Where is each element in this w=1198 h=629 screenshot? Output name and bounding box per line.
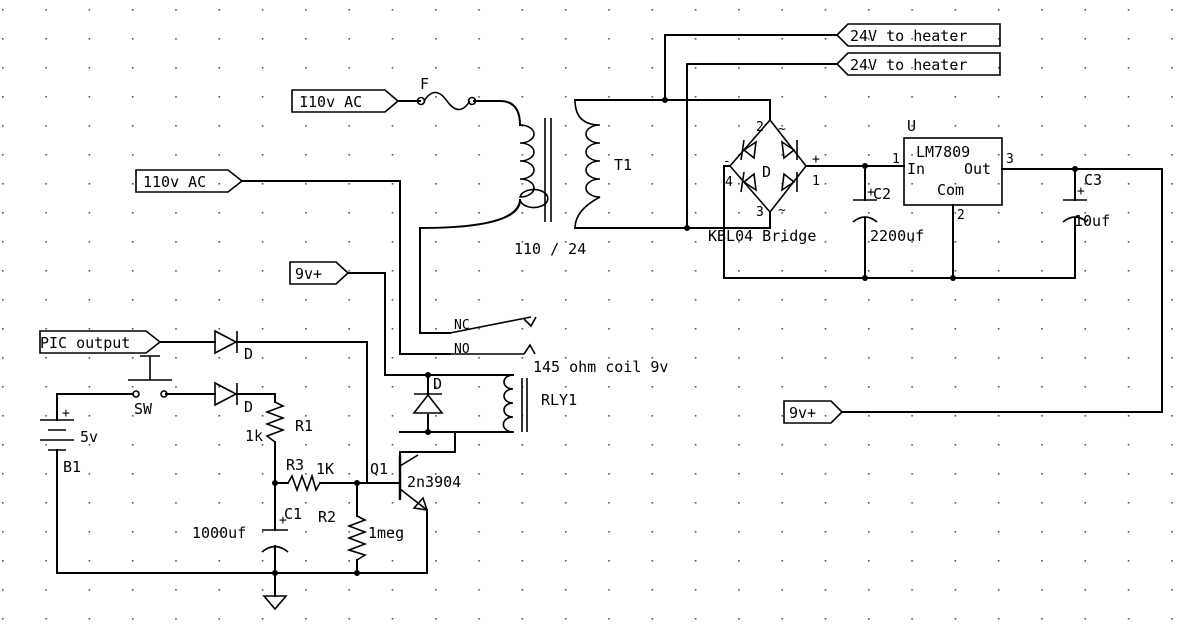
reg-pin-2: 2 xyxy=(957,208,965,223)
r2-value: 1meg xyxy=(368,524,404,542)
c2-plus: + xyxy=(867,185,875,200)
diode-d1-label: D xyxy=(244,345,253,363)
diode-d2: D xyxy=(214,381,253,416)
bridge-minus: - xyxy=(723,154,731,169)
switch: SW xyxy=(128,355,172,418)
c1-plus: + xyxy=(279,513,287,528)
bridge-diode-1 xyxy=(740,139,758,161)
c1-ref: C1 xyxy=(284,505,302,523)
switch-label: SW xyxy=(134,400,153,418)
reg-in: In xyxy=(907,160,925,178)
r3-ref: R3 xyxy=(286,456,304,474)
reg-out: Out xyxy=(964,160,991,178)
connector-ac-in-2: 110v AC xyxy=(135,169,244,193)
connector-heater-2: 24V to heater xyxy=(835,52,1001,76)
connector-ac-in-1: 110v AC xyxy=(291,89,400,113)
bridge-rectifier: D 2 ~ + 1 - 4 3 ~ KBL04 Bridge xyxy=(708,118,820,245)
diode-d1: D xyxy=(214,329,253,363)
bridge-diode-3 xyxy=(740,171,758,193)
reg-ref: U xyxy=(907,117,916,135)
bridge-pin-2: 2 xyxy=(756,120,764,135)
c1-value: 1000uf xyxy=(192,524,246,542)
reg-pin-3: 3 xyxy=(1006,152,1014,167)
connector-pic-output-label: PIC output xyxy=(40,334,130,352)
transistor-q1: Q1 2n3904 xyxy=(370,454,461,511)
c3-value: 10uf xyxy=(1074,212,1110,230)
relay: NC NO 145 ohm coil 9v RLY1 xyxy=(449,316,668,433)
connector-9v-out-label: 9v+ xyxy=(789,404,816,422)
c2-value: 2200uf xyxy=(870,227,924,245)
capacitor-c2: + C2 2200uf xyxy=(852,185,924,245)
bridge-ac-top: ~ xyxy=(778,122,786,137)
connector-pic-output: PIC output xyxy=(39,330,162,354)
diode-d2-label: D xyxy=(244,398,253,416)
bridge-pin-4: 4 xyxy=(725,175,733,190)
bridge-pin-1: 1 xyxy=(812,174,820,189)
relay-ref: RLY1 xyxy=(541,391,577,409)
connector-ac-in-2-label: 110v AC xyxy=(143,173,206,191)
bridge-ac-bottom: ~ xyxy=(778,203,786,218)
voltage-regulator: U LM7809 In Out Com 1 2 3 xyxy=(892,117,1014,223)
resistor-r1: R1 1k xyxy=(245,401,313,445)
relay-coil-label: 145 ohm coil 9v xyxy=(533,358,668,376)
connector-9v-in: 9v+ xyxy=(289,261,350,285)
bridge-pin-3: 3 xyxy=(756,205,764,220)
c2-ref: C2 xyxy=(873,185,891,203)
connector-ac-in-1-label: 110v AC xyxy=(299,93,362,111)
connector-9v-out: 9v+ xyxy=(783,400,844,424)
battery-plus: + xyxy=(62,406,70,421)
connector-heater-1: 24V to heater xyxy=(835,23,1001,47)
connector-heater-2-label: 24V to heater xyxy=(850,56,967,74)
connector-heater-1-label: 24V to heater xyxy=(850,27,967,45)
r1-ref: R1 xyxy=(295,417,313,435)
connector-9v-in-label: 9v+ xyxy=(295,265,322,283)
q1-ref: Q1 xyxy=(370,460,388,478)
capacitor-c1: + C1 1000uf xyxy=(192,505,302,553)
reg-pin-1: 1 xyxy=(892,152,900,167)
bridge-part: KBL04 Bridge xyxy=(708,227,816,245)
resistor-r3: R3 1K xyxy=(286,456,334,493)
bridge-diode-4 xyxy=(780,172,798,192)
transformer-ratio: 110 / 24 xyxy=(514,240,586,258)
fuse-label: F xyxy=(420,75,429,93)
battery: + 5v B1 xyxy=(40,406,98,476)
c3-ref: C3 xyxy=(1084,171,1102,189)
reg-com: Com xyxy=(937,181,964,199)
wires xyxy=(56,34,1163,597)
ground-symbol xyxy=(262,595,288,611)
diode-relay-label: D xyxy=(433,375,442,393)
r1-value: 1k xyxy=(245,427,263,445)
bridge-diode-2 xyxy=(780,140,798,160)
q1-part: 2n3904 xyxy=(407,473,461,491)
diode-relay: D xyxy=(412,375,444,414)
capacitor-c3: + C3 10uf xyxy=(1062,171,1110,230)
transformer-ref: T1 xyxy=(614,156,632,174)
r3-value: 1K xyxy=(316,460,334,478)
battery-value: 5v xyxy=(80,428,98,446)
transformer: T1 110 / 24 xyxy=(514,99,632,258)
bridge-plus: + xyxy=(812,152,820,167)
fuse: F xyxy=(416,75,477,111)
bridge-ref: D xyxy=(762,163,771,181)
battery-ref: B1 xyxy=(63,458,81,476)
junctions xyxy=(272,97,1078,576)
c3-plus: + xyxy=(1077,184,1085,199)
r2-ref: R2 xyxy=(318,508,336,526)
reg-part: LM7809 xyxy=(916,143,970,161)
resistor-r2: R2 1meg xyxy=(318,508,404,561)
